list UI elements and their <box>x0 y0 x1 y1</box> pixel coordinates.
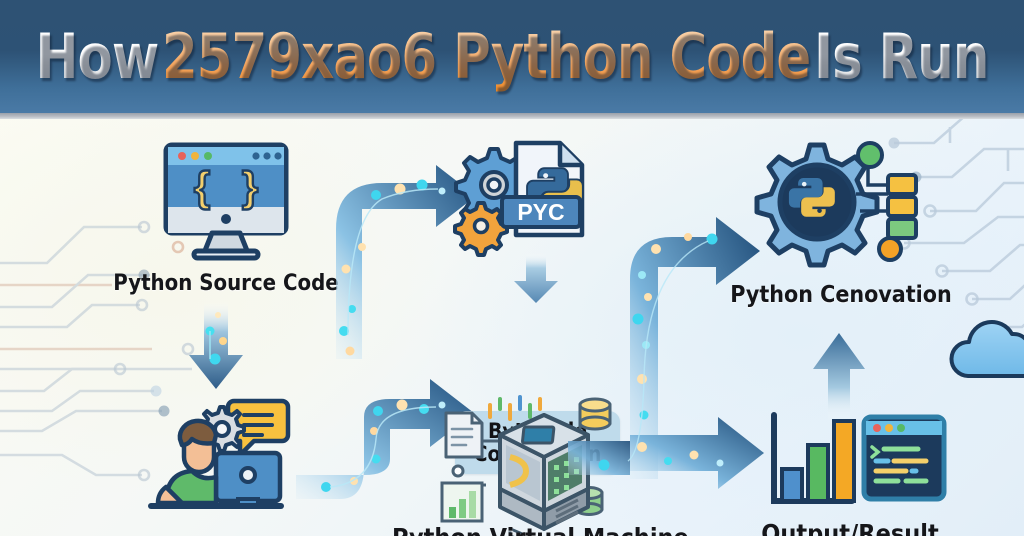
arrow-source-to-developer <box>189 301 243 389</box>
svg-text:{: { <box>194 163 210 210</box>
pyc-badge-label: PYC <box>517 199 564 225</box>
diagram-canvas: { } Python Source Code <box>0 119 1024 536</box>
bar-2 <box>806 443 830 503</box>
title-segment-1: How <box>35 20 159 93</box>
header-banner: How 2579xao6 Python Code Is Run <box>0 0 1024 113</box>
developer-at-computer-icon <box>148 398 291 509</box>
bar-1 <box>780 467 804 503</box>
header-divider <box>0 113 1024 119</box>
flow-ribbon-left-lower <box>296 379 474 499</box>
label-output-result: Output/Result <box>761 519 939 536</box>
cloud-icon <box>949 320 1024 378</box>
gear-python-logo-icon <box>754 141 918 268</box>
pyc-file-gears-icon: PYC <box>453 140 585 257</box>
server-cube-icon <box>440 395 612 536</box>
barchart-terminal-icon <box>771 412 947 504</box>
arrow-pyc-to-bytecode <box>514 253 558 303</box>
svg-text:}: } <box>242 163 258 210</box>
page-title: How 2579xao6 Python Code Is Run <box>35 0 989 113</box>
title-segment-2: 2579xao6 Python Code <box>162 20 811 93</box>
monitor-braces-icon: { } <box>163 142 289 261</box>
flow-ribbon-left-upper <box>336 165 476 359</box>
arrow-output-to-cenovation <box>813 333 865 421</box>
bar-3 <box>832 419 856 503</box>
label-python-virtual-machine: Python Virtual Machine <box>392 523 689 536</box>
flow-ribbon-right <box>568 217 764 489</box>
label-python-cenovation: Python Cenovation <box>730 282 952 308</box>
title-segment-3: Is Run <box>813 20 989 93</box>
label-python-source-code: Python Source Code <box>113 271 339 296</box>
